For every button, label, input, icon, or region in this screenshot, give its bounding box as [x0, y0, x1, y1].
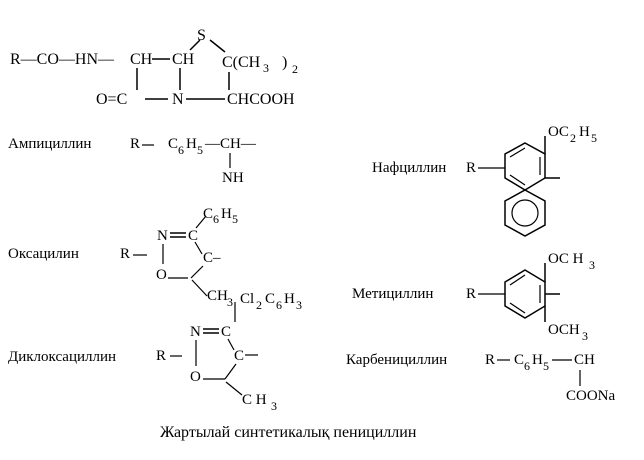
ampicillin-name: Ампициллин — [8, 136, 91, 152]
ampicillin-sub6: 6 — [178, 143, 184, 157]
dicloxacillin-ch3-sub: 3 — [271, 399, 277, 413]
ampicillin-group: Ампициллин R C 6 H 5 —CH— NH — [8, 136, 257, 186]
dicloxacillin-o: O — [190, 369, 201, 385]
oxacillin-sub3: 3 — [227, 295, 233, 309]
ampicillin-r: R — [130, 136, 140, 152]
oxacillin-h: H — [221, 206, 232, 222]
nafcillin-ring-upper — [504, 142, 546, 191]
dicloxacillin-n: N — [190, 324, 201, 340]
methicillin-och3-top: OC H — [548, 251, 584, 267]
ampicillin-sub5: 5 — [197, 143, 203, 157]
core-ch-left: CH — [130, 51, 153, 68]
methicillin-r: R — [466, 286, 476, 302]
methicillin-ring — [504, 269, 546, 319]
dicloxacillin-h: H — [284, 291, 295, 307]
oxacillin-sub6: 6 — [213, 212, 219, 226]
core-ch-right: CH — [172, 51, 195, 68]
dicloxacillin-sub6: 6 — [276, 298, 282, 312]
nafcillin-group: Нафциллин R OC 2 H 5 — [372, 124, 597, 237]
carbenicillin-sub5: 5 — [543, 359, 549, 373]
dicloxacillin-c: C — [265, 291, 275, 307]
oxacillin-c1: C — [188, 228, 198, 244]
ampicillin-c: C — [168, 136, 178, 152]
oxacillin-sub5: 5 — [232, 212, 238, 226]
oxacillin-n: N — [157, 228, 168, 244]
carbenicillin-group: Карбенициллин R C 6 H 5 CH COONa — [346, 352, 616, 404]
dicloxacillin-sub2: 2 — [256, 298, 262, 312]
carbenicillin-r: R — [485, 352, 495, 368]
carbenicillin-name: Карбенициллин — [346, 352, 447, 368]
dicloxacillin-r: R — [156, 348, 166, 364]
methicillin-sub3-top: 3 — [589, 258, 595, 272]
oxacillin-o: O — [156, 267, 167, 283]
core-paren-close: ) — [282, 54, 287, 71]
ampicillin-h: H — [186, 136, 197, 152]
core-sulfur: S — [197, 27, 206, 44]
nafcillin-r: R — [466, 160, 476, 176]
oxacillin-group: Оксацилин R N C C 6 H 5 C– O CH 3 — [8, 206, 238, 309]
carbenicillin-c: C — [514, 352, 524, 368]
figure-caption: Жартылай синтетикалық пенициллин — [160, 424, 417, 441]
oxacillin-c2: C– — [203, 250, 221, 266]
nafcillin-sub5: 5 — [591, 131, 597, 145]
core-paren-sub: 2 — [292, 62, 298, 76]
dicloxacillin-group: Cl 2 C 6 H 3 Диклоксациллин R N C C O C … — [8, 291, 302, 413]
core-n: N — [172, 91, 184, 108]
methicillin-group: Метициллин R OC H 3 OCH 3 — [352, 251, 595, 343]
methicillin-och3-bottom: OCH — [548, 322, 580, 338]
core-bond-s-c — [209, 39, 226, 53]
methicillin-name: Метициллин — [352, 286, 433, 302]
dicloxacillin-cl: Cl — [240, 291, 254, 307]
carbenicillin-sub6: 6 — [524, 359, 530, 373]
methicillin-sub3-bottom: 3 — [582, 329, 588, 343]
carbenicillin-h: H — [532, 352, 543, 368]
dicloxacillin-sub3: 3 — [296, 298, 302, 312]
oxacillin-c6: C — [203, 206, 213, 222]
core-o-eq-c: O=C — [96, 91, 127, 108]
ampicillin-nh: NH — [222, 170, 244, 186]
nafcillin-sub2: 2 — [570, 131, 576, 145]
core-ch3-sub: 3 — [263, 61, 269, 75]
carbenicillin-ch: CH — [574, 352, 595, 368]
nafcillin-name: Нафциллин — [372, 160, 446, 176]
nafcillin-oc: OC — [548, 124, 569, 140]
dicloxacillin-name: Диклоксациллин — [8, 349, 116, 365]
core-r-co-hn: R—CO—HN— — [10, 51, 115, 68]
oxacillin-r: R — [120, 246, 130, 262]
core-c-ch3: C(CH — [222, 54, 261, 71]
carbenicillin-coona: COONa — [566, 388, 616, 404]
oxacillin-ch: CH — [207, 288, 228, 304]
ampicillin-ch: —CH— — [204, 136, 257, 152]
nafcillin-ring-lower — [504, 189, 546, 237]
core-chcooh: CHCOOH — [227, 91, 295, 108]
nafcillin-h: H — [579, 124, 590, 140]
core-bond-ch-s — [189, 39, 201, 51]
dicloxacillin-c1: C — [221, 324, 231, 340]
oxacillin-name: Оксацилин — [8, 246, 79, 262]
penicillin-core: R—CO—HN— CH CH S C(CH 3 ) 2 O=C N CHCOOH — [10, 27, 298, 108]
dicloxacillin-ch3: C H — [242, 392, 267, 408]
dicloxacillin-c2: C — [234, 348, 244, 364]
